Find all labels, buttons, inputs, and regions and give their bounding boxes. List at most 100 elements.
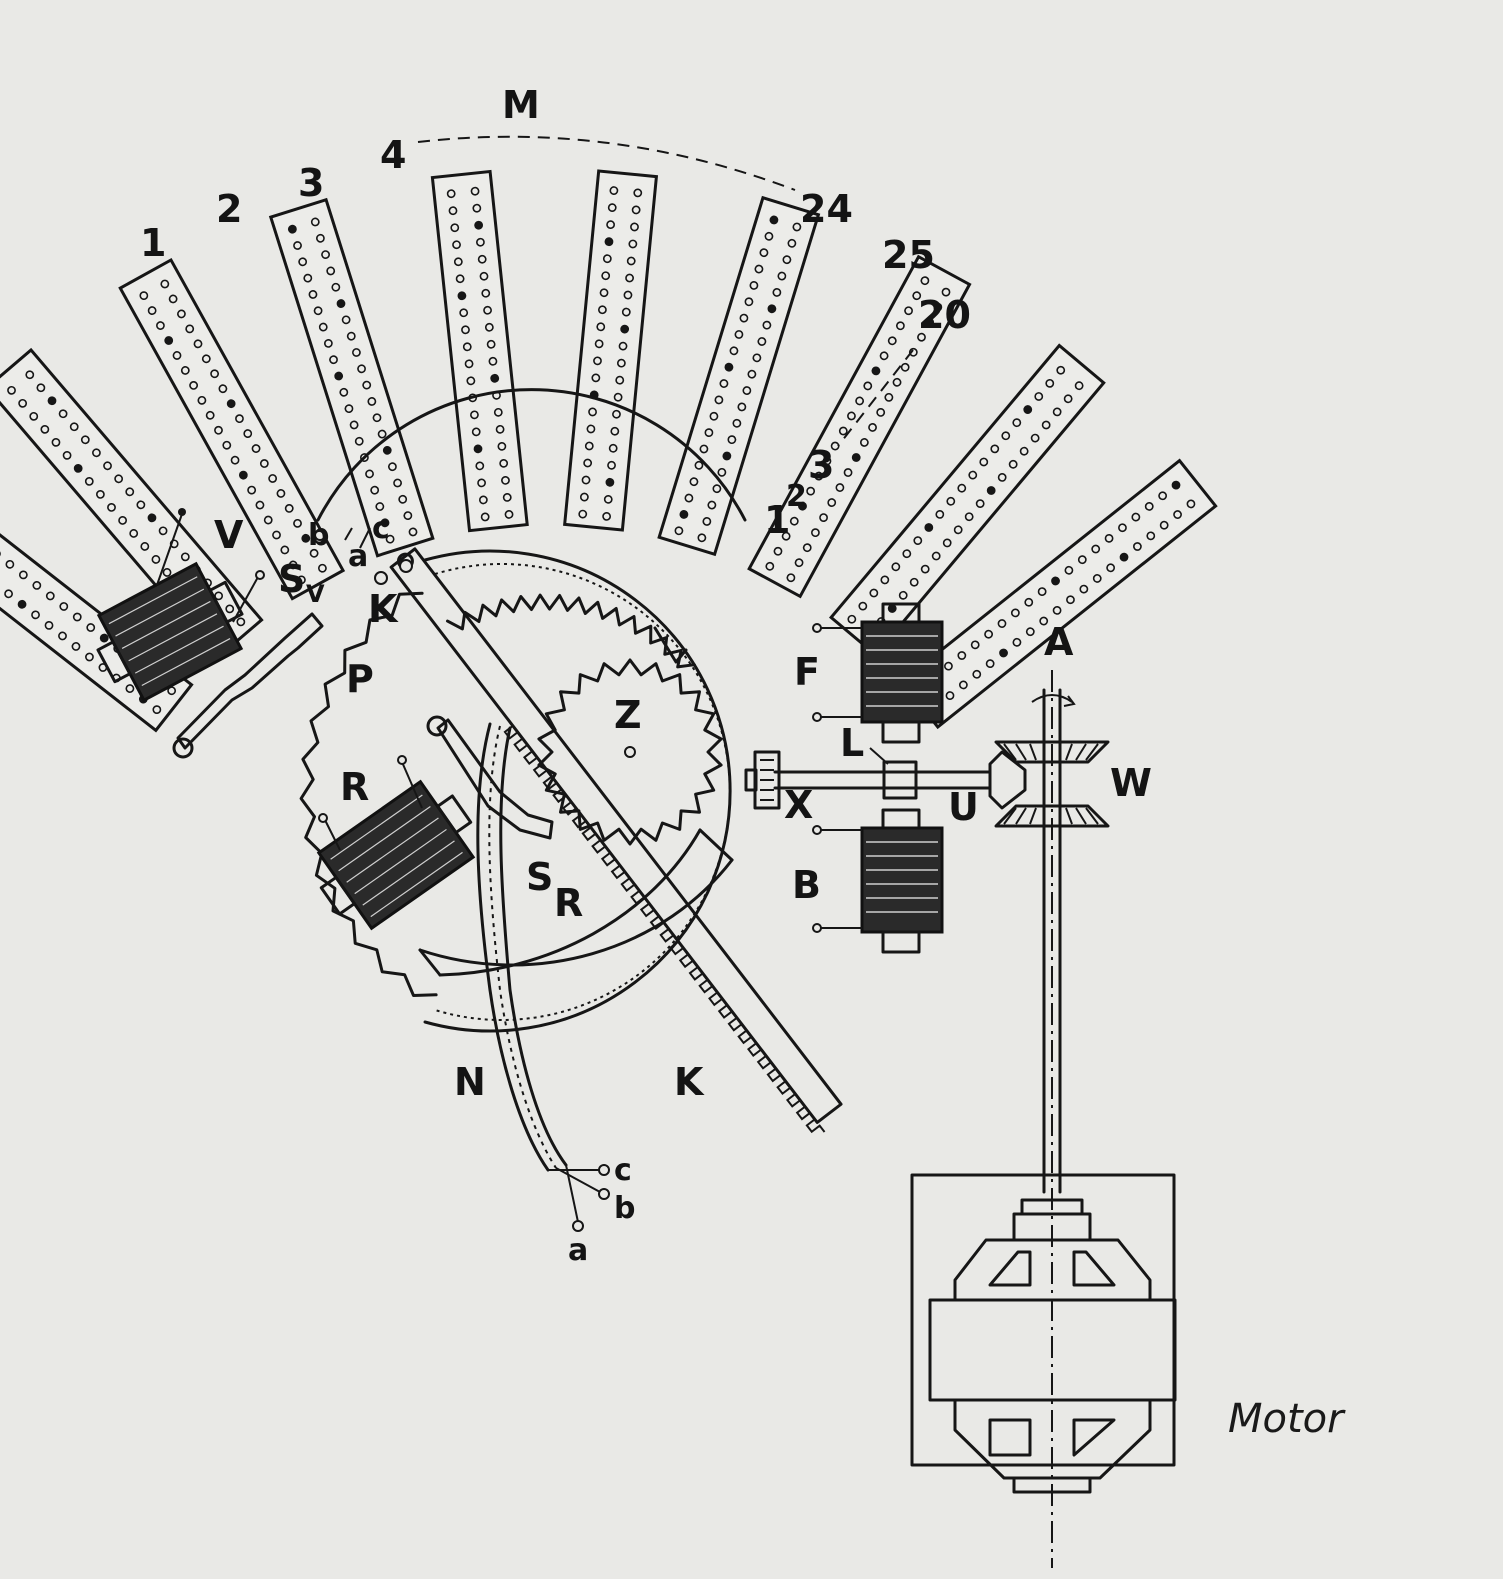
punch-hole <box>896 321 905 331</box>
punch-hole <box>583 458 593 468</box>
punch-hole <box>317 563 327 573</box>
punch-hole <box>941 287 951 297</box>
punch-hole <box>495 424 505 434</box>
punch-hole <box>388 462 397 472</box>
punch-hole <box>970 640 980 650</box>
punch-hole <box>357 364 366 374</box>
punch-hole <box>114 474 124 484</box>
punch-hole <box>408 527 418 537</box>
punch-hole <box>584 441 594 451</box>
punch-hole <box>904 306 913 316</box>
punch-hole <box>329 355 338 365</box>
punch-hole <box>754 264 764 274</box>
punch-hole <box>476 237 485 247</box>
punch-hole <box>362 380 372 390</box>
punch-hole <box>398 494 408 504</box>
label-switch-s-sub: V <box>306 580 325 608</box>
punch-hole <box>615 375 625 385</box>
punch-hole <box>1056 365 1066 375</box>
punch-hole <box>293 518 302 528</box>
punch-hole <box>297 575 306 585</box>
punch-hole <box>403 511 413 521</box>
punch-hole <box>457 291 467 301</box>
punch-hole <box>945 691 955 700</box>
punch-hole <box>863 381 873 391</box>
punch-hole <box>499 458 509 468</box>
magnet-r-leads <box>318 755 423 851</box>
punch-hole <box>103 461 112 471</box>
punch-hole <box>477 254 487 264</box>
punch-hole <box>247 485 257 495</box>
punch-hole <box>602 254 612 264</box>
punch-hole <box>621 307 631 317</box>
punch-hole <box>478 495 488 505</box>
top-contacts <box>314 527 413 585</box>
punch-hole <box>613 392 623 402</box>
punch-hole <box>843 468 853 477</box>
punch-hole <box>125 487 135 497</box>
wheel-slot-outer <box>418 858 734 967</box>
punch-hole <box>605 477 615 487</box>
punch-hole <box>712 484 722 494</box>
punch-hole <box>303 273 313 283</box>
punch-hole <box>586 424 596 434</box>
punch-hole <box>609 186 619 195</box>
punch-hole <box>792 222 802 232</box>
punch-hole <box>607 460 616 470</box>
punch-hole <box>1012 637 1022 647</box>
punch-hole <box>811 528 820 538</box>
row-dashed-line <box>837 349 914 447</box>
punch-hole <box>749 281 759 290</box>
punch-hole <box>1118 523 1127 533</box>
punch-hole <box>471 427 481 437</box>
punch-hole <box>462 342 472 352</box>
label-row-2: 2 <box>786 479 807 514</box>
punch-hole <box>222 440 232 450</box>
punch-hole <box>616 358 626 368</box>
punched-strip <box>0 464 194 733</box>
label-row-1: 1 <box>764 498 790 542</box>
punch-hole <box>287 224 297 234</box>
punch-hole <box>226 399 236 409</box>
punch-hole <box>694 460 704 470</box>
label-row-20: 20 <box>918 293 971 337</box>
punch-hole <box>699 444 709 454</box>
punch-hole <box>32 581 42 590</box>
punch-hole <box>920 564 930 574</box>
punch-hole <box>448 206 458 216</box>
punch-hole <box>25 370 35 380</box>
switch-sv-pivot <box>172 737 194 759</box>
punch-hole <box>814 471 824 481</box>
punch-hole <box>737 402 747 412</box>
punch-hole <box>747 369 757 379</box>
switch-sv-lever <box>176 612 324 750</box>
slot-end <box>698 828 734 862</box>
punch-hole <box>608 443 618 453</box>
punch-hole <box>1119 552 1129 562</box>
punch-hole <box>859 438 869 447</box>
punch-hole <box>72 612 82 622</box>
punch-hole <box>1092 574 1102 583</box>
punch-hole <box>95 489 105 499</box>
punch-hole <box>473 444 483 454</box>
punch-hole <box>280 545 290 555</box>
punch-hole <box>459 308 469 318</box>
punch-hole <box>972 669 982 679</box>
label-magazine-m: M <box>502 83 540 127</box>
punch-hole <box>625 273 634 283</box>
punch-hole <box>838 426 848 436</box>
punch-hole <box>147 306 157 315</box>
punch-hole <box>189 380 198 390</box>
punch-hole <box>1063 394 1073 404</box>
punch-hole <box>913 536 923 546</box>
punch-hole <box>80 435 90 445</box>
punch-hole <box>1173 510 1182 519</box>
magnet-v-leads <box>156 508 265 623</box>
punch-hole <box>236 617 246 627</box>
punch-hole <box>912 291 922 301</box>
punched-strip <box>430 169 529 533</box>
strip-magazine <box>0 169 1218 733</box>
bevel-gear-u <box>988 750 1027 810</box>
label-rack-k-bottom: K <box>674 1060 705 1104</box>
punch-hole <box>62 450 72 460</box>
